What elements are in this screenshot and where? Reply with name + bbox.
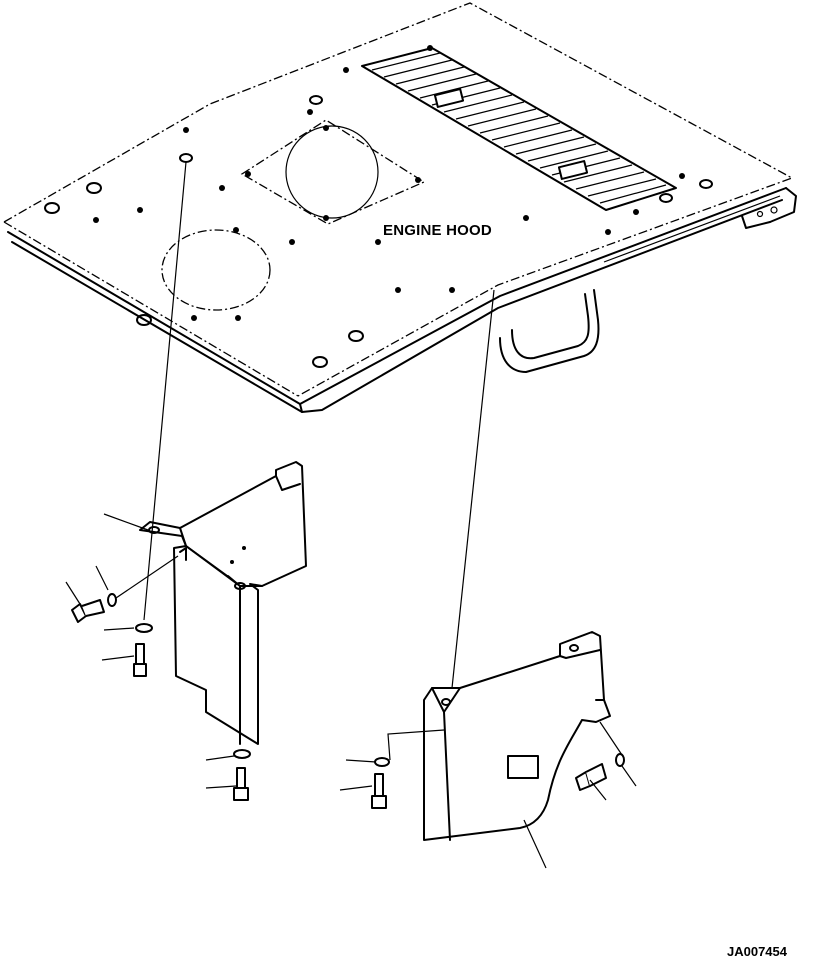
bolt-right-side — [575, 763, 607, 791]
washer-left-upper — [135, 623, 153, 633]
bolt-left-lower — [233, 767, 249, 801]
hood-grille — [361, 47, 677, 211]
mounting-plate — [240, 119, 426, 225]
cover-window — [507, 755, 539, 779]
washer-right-cover — [374, 757, 390, 767]
bolt-right-cover — [371, 773, 387, 809]
washer-left-lower — [233, 749, 251, 759]
left-cover — [139, 461, 307, 745]
engine-hood-label: ENGINE HOOD — [383, 222, 492, 239]
drawing-code: JA007454 — [727, 944, 787, 959]
hood-holes — [44, 45, 713, 368]
washer-left-side — [107, 593, 117, 607]
bolt-left-upper — [133, 643, 147, 677]
right-cover — [423, 631, 611, 841]
engine-hood — [3, 2, 797, 413]
leader-lines — [65, 161, 637, 869]
hood-opening — [161, 229, 271, 311]
bolt-left-side — [71, 599, 105, 623]
fasteners — [71, 593, 625, 809]
washer-right-side — [615, 753, 625, 767]
